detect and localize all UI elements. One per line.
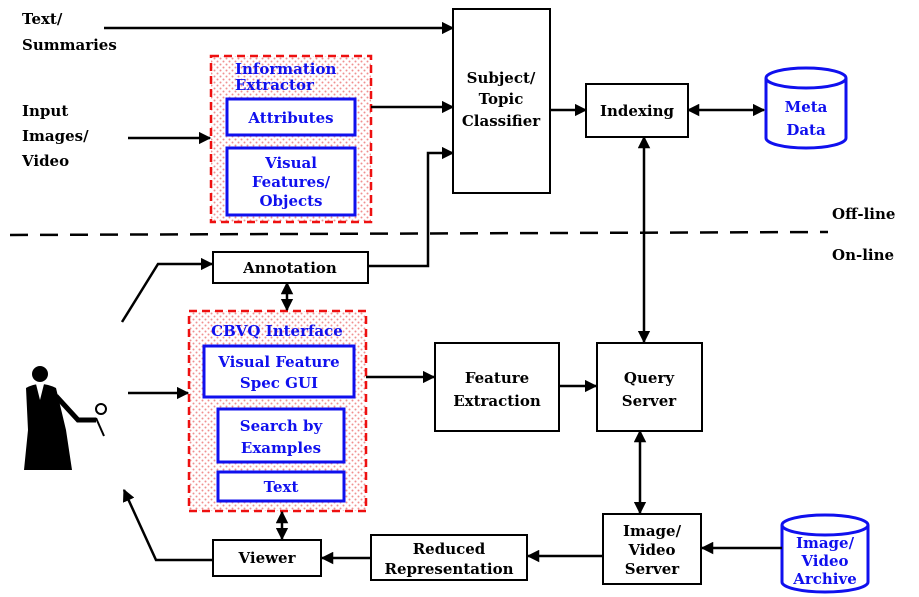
- svg-text:Images/: Images/: [22, 127, 89, 145]
- archive-label-3: Archive: [792, 570, 857, 588]
- text-box: [216, 470, 346, 503]
- svg-text:Video: Video: [21, 152, 69, 170]
- user-figure-icon: [24, 366, 107, 470]
- visual-features-label-3: Objects: [259, 192, 322, 210]
- annotation-box: [212, 251, 369, 284]
- indexing-label: Indexing: [600, 102, 675, 120]
- visual-feature-spec-label-1: Visual Feature: [217, 353, 339, 371]
- information-extractor-title-1: Information: [235, 60, 337, 78]
- query-server-box: [596, 342, 703, 432]
- meta-data-label-1: Meta: [785, 98, 828, 116]
- meta-data-label-2: Data: [786, 121, 826, 139]
- image-video-archive-cylinder: Image/ Video Archive: [780, 513, 870, 594]
- image-video-server-label-3: Server: [625, 560, 681, 578]
- meta-data-cylinder: Meta Data: [764, 66, 848, 150]
- classifier-label-3: Classifier: [462, 112, 541, 130]
- feature-extraction-label-1: Feature: [465, 369, 529, 387]
- arrow-viewer-to-user: [122, 488, 212, 562]
- feature-extraction-label-2: Extraction: [453, 392, 541, 410]
- offline-label: Off-line: [832, 205, 895, 223]
- visual-features-label-1: Visual: [264, 154, 317, 172]
- feature-extraction-box: [434, 342, 560, 432]
- svg-text:Summaries: Summaries: [22, 36, 117, 54]
- classifier-label-1: Subject/: [467, 69, 536, 87]
- archive-label-1: Image/: [796, 534, 855, 552]
- arrow-user-to-annotation: [120, 257, 214, 323]
- query-server-label-1: Query: [624, 369, 675, 387]
- visual-features-box: [225, 146, 357, 217]
- text-summaries-label: Text/ Summaries: [22, 10, 117, 54]
- annotation-label: Annotation: [242, 259, 337, 277]
- search-by-examples-box: [216, 407, 346, 464]
- svg-text:Text/: Text/: [22, 10, 63, 28]
- connectors: [104, 21, 782, 565]
- attributes-label: Attributes: [247, 109, 333, 127]
- offline-online-divider: [9, 230, 829, 237]
- reduced-representation-box: [370, 534, 528, 581]
- attributes-box: [225, 97, 357, 137]
- image-video-server-label-2: Video: [627, 541, 675, 559]
- text-label: Text: [264, 478, 299, 496]
- visual-feature-spec-box: [202, 344, 356, 399]
- reduced-representation-label-2: Representation: [384, 560, 513, 578]
- svg-text:Input: Input: [22, 102, 68, 120]
- search-by-examples-label-2: Examples: [241, 439, 321, 457]
- viewer-label: Viewer: [238, 549, 297, 567]
- archive-label-2: Video: [800, 552, 848, 570]
- classifier-label-2: Topic: [479, 90, 524, 108]
- image-video-server-label-1: Image/: [623, 522, 682, 540]
- query-server-label-2: Server: [622, 392, 678, 410]
- visual-features-label-2: Features/: [252, 173, 331, 191]
- information-extractor-title-2: Extractor: [235, 76, 315, 94]
- viewer-box: [212, 539, 322, 577]
- reduced-representation-label-1: Reduced: [413, 540, 486, 558]
- visual-feature-spec-label-2: Spec GUI: [240, 374, 318, 392]
- arrow-annotation-to-classifier: [368, 146, 455, 268]
- online-label: On-line: [832, 246, 894, 264]
- cbvq-interface-title: CBVQ Interface: [211, 322, 343, 340]
- image-video-server-box: [602, 513, 702, 585]
- search-by-examples-label-1: Search by: [240, 417, 324, 435]
- subject-topic-classifier-box: [452, 8, 551, 194]
- input-images-label: Input Images/ Video: [21, 102, 89, 170]
